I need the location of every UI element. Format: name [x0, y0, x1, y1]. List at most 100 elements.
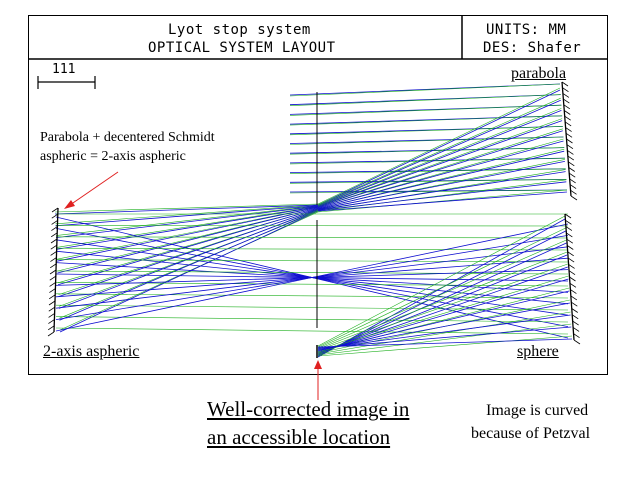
ray-to-focus	[317, 110, 562, 207]
ray-to-focus	[317, 120, 563, 208]
parabola-mirror-hatch	[564, 115, 571, 121]
ray-from-focus	[55, 205, 319, 238]
parabola-mirror-hatch	[567, 155, 575, 161]
parabola-mirror-hatch	[569, 184, 577, 189]
parabola-mirror-hatch	[568, 161, 575, 167]
ray-collimated	[55, 225, 569, 227]
ray-to-focus	[317, 87, 561, 205]
ray-from-focus	[56, 206, 319, 260]
ray-to-focus	[317, 118, 563, 207]
ray-from-focus	[59, 210, 319, 321]
ray-input	[289, 189, 568, 194]
ray-collimated	[55, 223, 569, 332]
ray-to-focus	[317, 128, 563, 208]
ray-collimated	[55, 259, 569, 263]
ray-to-focus	[317, 189, 568, 213]
sphere-mirror-hatch	[569, 282, 577, 288]
parabola-mirror-hatch	[569, 178, 576, 184]
parabola-mirror-hatch	[567, 150, 574, 155]
aspheric-mirror-hatch	[49, 288, 56, 293]
ray-from-focus	[56, 206, 319, 248]
ray-to-image	[317, 278, 569, 353]
ray-to-focus	[317, 161, 565, 210]
curved-annotation-line-1: Image is curved	[486, 402, 589, 419]
aspheric-mirror-hatch	[51, 207, 59, 213]
sphere-mirror-hatch	[568, 264, 575, 269]
ray-from-focus	[54, 203, 319, 213]
ray-to-image	[317, 311, 571, 355]
ray-collimated	[55, 247, 569, 251]
mirrors	[47, 81, 581, 345]
curved-annotation-line-2: because of Petzval	[471, 425, 591, 442]
sphere-mirror-hatch	[570, 289, 577, 294]
ray-from-focus	[58, 208, 319, 297]
aspheric-mirror-hatch	[50, 251, 57, 256]
aspheric-mirror-hatch	[48, 300, 56, 306]
sphere-mirror-hatch	[572, 327, 580, 332]
parabola-mirror-hatch	[570, 195, 578, 201]
image-annotation-line-1: Well-corrected image in	[207, 397, 410, 421]
ray-from-focus	[57, 208, 319, 286]
ray-input	[289, 126, 563, 136]
aspheric-mirror-hatch	[51, 220, 58, 225]
ray-to-image	[317, 242, 567, 356]
sphere-mirror-hatch	[570, 295, 578, 301]
parabola-mirror-hatch	[565, 132, 573, 138]
sphere-mirror-hatch	[571, 314, 579, 320]
ray-to-image	[317, 314, 571, 350]
ray-input	[289, 179, 567, 184]
ray-to-focus	[317, 108, 562, 206]
ray-to-focus	[317, 181, 567, 211]
sphere-mirror-hatch	[567, 251, 574, 257]
ray-from-focus	[56, 206, 319, 250]
aspheric-mirror-hatch	[50, 232, 58, 238]
units-label: UNITS: MM	[486, 22, 567, 38]
sphere-mirror-hatch	[565, 219, 572, 225]
aspheric-mirror-hatch	[49, 269, 57, 275]
aspheric-mirror-hatch	[49, 282, 56, 287]
ray-collimated	[55, 236, 569, 239]
ray-to-image	[317, 263, 568, 351]
sphere-mirror-hatch	[572, 320, 579, 326]
ray-input	[289, 94, 561, 106]
title-line-2: OPTICAL SYSTEM LAYOUT	[148, 40, 336, 56]
ray-to-focus	[317, 130, 563, 208]
ray-to-image	[317, 302, 570, 351]
parabola-mirror-hatch	[562, 93, 570, 98]
ray-to-image	[317, 251, 568, 350]
ray-to-image	[317, 254, 568, 355]
ray-to-image	[317, 239, 567, 349]
parabola-mirror-hatch	[564, 121, 572, 127]
ray-from-focus	[57, 207, 319, 274]
ray-to-image	[317, 290, 570, 352]
ray-input	[289, 83, 561, 97]
sphere-mirror-hatch	[571, 308, 578, 313]
ray-to-focus	[317, 89, 561, 206]
ray-from-focus	[55, 205, 319, 227]
aspheric-mirror-hatch	[51, 213, 59, 219]
parabola-mirror-hatch	[564, 110, 571, 115]
ray-to-image	[317, 326, 572, 349]
sphere-mirror-hatch	[566, 238, 574, 244]
ray-collimated	[55, 316, 569, 323]
ray-bundles	[54, 83, 573, 358]
scale-bar	[37, 76, 96, 89]
ray-from-focus	[59, 211, 319, 331]
aspheric-2axis-label: 2-axis aspheric	[43, 343, 140, 360]
ray-collimated	[55, 270, 569, 275]
parabola-mirror-hatch	[568, 172, 576, 178]
sphere-mirror-hatch	[573, 339, 581, 345]
ray-to-focus	[317, 99, 561, 206]
annotation-schmidt-line-1: Parabola + decentered Schmidt	[40, 130, 215, 145]
aspheric-mirror-hatch	[50, 244, 58, 250]
parabola-mirror-hatch	[568, 167, 575, 172]
sphere-mirror-hatch	[567, 245, 574, 250]
ray-to-image	[317, 338, 573, 348]
ray-collimated	[55, 293, 569, 299]
ray-collimated	[55, 304, 569, 311]
ray-to-image	[317, 335, 573, 357]
sphere-mirror-hatch	[567, 257, 575, 263]
ray-input	[289, 147, 565, 155]
aspheric-mirror-hatch	[48, 306, 56, 312]
